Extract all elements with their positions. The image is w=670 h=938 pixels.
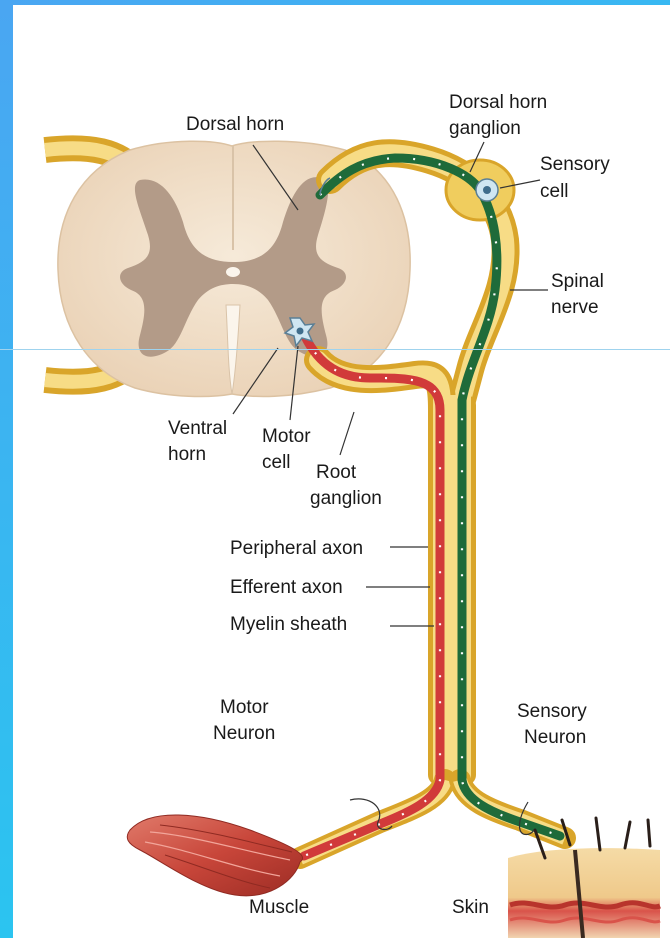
label-sensory-cell-line1: Sensory [540, 153, 610, 176]
label-myelin-sheath: Myelin sheath [230, 613, 347, 636]
guide-line [0, 349, 670, 350]
label-sensory-neuron-line1: Sensory [517, 700, 587, 723]
skin [508, 848, 660, 938]
label-root-ganglion-line2: ganglion [310, 487, 382, 510]
label-sensory-cell-line2: cell [540, 180, 569, 203]
label-motor-cell-line1: Motor [262, 425, 311, 448]
label-skin: Skin [452, 896, 489, 919]
label-root-ganglion-line1: Root [316, 461, 356, 484]
label-ventral-horn-line2: horn [168, 443, 206, 466]
label-dorsal-horn-ganglion-line2: ganglion [449, 117, 521, 140]
label-sensory-neuron-line2: Neuron [524, 726, 586, 749]
label-motor-neuron-line2: Neuron [213, 722, 275, 745]
label-efferent-axon: Efferent axon [230, 576, 343, 599]
label-motor-neuron-line1: Motor [220, 696, 269, 719]
label-motor-cell-line2: cell [262, 451, 291, 474]
label-muscle: Muscle [249, 896, 309, 919]
label-ventral-horn-line1: Ventral [168, 417, 227, 440]
central-canal [226, 267, 240, 277]
label-dorsal-horn-ganglion-line1: Dorsal horn [449, 91, 547, 114]
label-spinal-nerve-line2: nerve [551, 296, 599, 319]
label-spinal-nerve-line1: Spinal [551, 270, 604, 293]
label-dorsal-horn: Dorsal horn [186, 113, 284, 136]
muscle [127, 815, 302, 896]
label-peripheral-axon: Peripheral axon [230, 537, 363, 560]
